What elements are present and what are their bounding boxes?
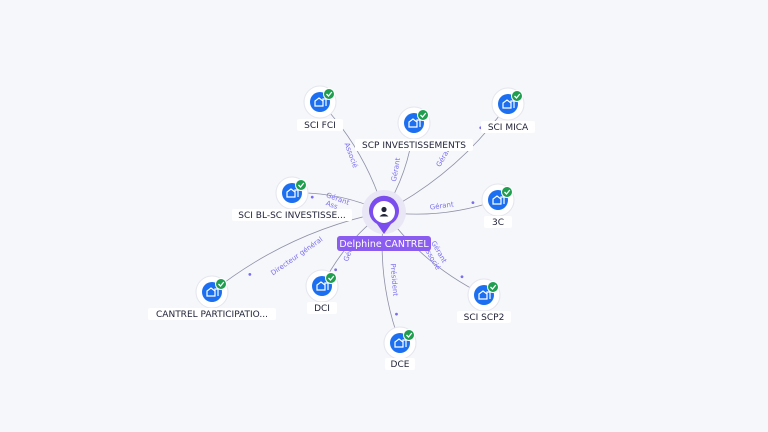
relation-label-sci-bl-sc: Ass <box>325 199 339 211</box>
building-icon <box>316 281 329 291</box>
node-label-sci-scp2[interactable]: SCI SCP2 <box>464 313 505 323</box>
company-node-3c[interactable]: 3C <box>481 183 515 228</box>
node-label-cantrel-participations[interactable]: CANTREL PARTICIPATIO... <box>156 310 268 320</box>
node-label-3c[interactable]: 3C <box>492 218 504 228</box>
node-label-background <box>355 139 473 151</box>
edge-cantrel-participations <box>211 211 385 293</box>
building-icon <box>478 290 491 300</box>
node-label-scp-investissements[interactable]: SCP INVESTISSEMENTS <box>362 141 466 151</box>
relation-label-scp-investissements: Gérant <box>390 157 402 182</box>
building-icon <box>394 338 407 348</box>
company-node-sci-bl-sc[interactable]: SCI BL-SC INVESTISSE... <box>232 176 352 221</box>
company-node-dci[interactable]: DCI <box>305 269 339 314</box>
check-badge-icon <box>295 179 307 191</box>
node-label-background <box>484 216 512 228</box>
company-node-dce[interactable]: DCE <box>383 326 417 370</box>
edge-arrow-sci-bl-sc <box>310 195 314 199</box>
center-person-name[interactable]: Delphine CANTREL <box>339 239 429 250</box>
node-label-background <box>307 302 337 314</box>
company-node-sci-scp2[interactable]: SCI SCP2 <box>457 278 511 323</box>
person-icon <box>381 206 387 213</box>
edge-arrow-dci <box>334 268 338 272</box>
center-label-background <box>337 236 431 251</box>
edge-arrow-cantrel-participations <box>248 273 252 276</box>
node-label-background <box>232 209 352 221</box>
check-badge-icon <box>417 109 429 121</box>
edges-layer <box>211 101 509 344</box>
company-node-scp-investissements[interactable]: SCP INVESTISSEMENTS <box>355 106 473 151</box>
check-mark <box>420 112 427 118</box>
building-icon <box>314 97 327 107</box>
check-badge-icon <box>487 281 499 293</box>
building-icon <box>206 287 219 297</box>
check-badge-icon <box>501 186 513 198</box>
building-icon <box>492 195 505 205</box>
relation-label-dci: Gér <box>342 248 354 263</box>
check-mark <box>406 332 413 338</box>
nodes-layer: SCI FCI SCP INVESTISSEMENTS SCI MICA SCI BL… <box>148 85 535 370</box>
building-icon <box>286 188 299 198</box>
node-label-background <box>457 311 511 323</box>
edge-arrow-3c <box>471 201 475 205</box>
node-label-background <box>148 308 276 320</box>
check-badge-icon <box>511 90 523 102</box>
company-node-sci-fci[interactable]: SCI FCI <box>297 85 343 131</box>
edge-arrow-dce <box>395 312 398 316</box>
node-label-dci[interactable]: DCI <box>314 304 330 314</box>
check-badge-icon <box>403 329 415 341</box>
check-mark <box>504 189 511 195</box>
check-badge-icon <box>215 278 227 290</box>
company-node-sci-mica[interactable]: SCI MICA <box>481 87 535 133</box>
node-label-sci-bl-sc[interactable]: SCI BL-SC INVESTISSE... <box>238 211 345 221</box>
check-mark <box>514 93 521 99</box>
node-label-sci-fci[interactable]: SCI FCI <box>304 121 336 131</box>
check-mark <box>328 275 335 281</box>
relation-label-dce: Président <box>389 263 400 296</box>
node-label-dce[interactable]: DCE <box>391 360 410 370</box>
check-badge-icon <box>325 272 337 284</box>
node-label-background <box>481 121 535 133</box>
node-label-background <box>385 358 415 370</box>
check-mark <box>326 91 333 97</box>
node-label-sci-mica[interactable]: SCI MICA <box>488 123 529 133</box>
building-icon <box>502 99 515 109</box>
check-badge-icon <box>323 88 335 100</box>
check-mark <box>490 284 497 290</box>
edge-arrow-sci-scp2 <box>460 275 464 279</box>
check-mark <box>218 281 225 287</box>
node-label-background <box>297 119 343 131</box>
building-icon <box>408 118 421 128</box>
person-marker-icon <box>369 195 400 234</box>
company-node-cantrel-participations[interactable]: CANTREL PARTICIPATIO... <box>148 275 276 320</box>
relation-label-3c: Gérant <box>429 200 454 211</box>
center-person-node[interactable]: Delphine CANTREL <box>337 190 431 251</box>
check-mark <box>298 182 305 188</box>
